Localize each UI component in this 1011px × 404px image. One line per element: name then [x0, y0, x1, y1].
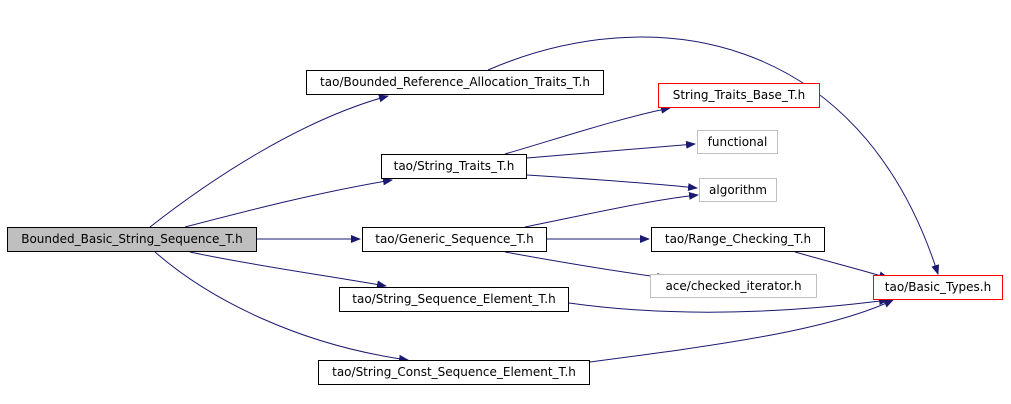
- edge-string-const-seq-elem-to-basic-types: [589, 299, 894, 363]
- edge-string-seq-elem-to-basic-types: [568, 297, 889, 313]
- node-generic-sequence[interactable]: tao/Generic_Sequence_T.h: [362, 227, 547, 252]
- edge-generic-sequence-to-checked-iterator: [504, 251, 667, 281]
- edge-generic-sequence-to-algorithm: [524, 191, 699, 228]
- node-string-traits[interactable]: tao/String_Traits_T.h: [381, 154, 527, 179]
- node-bounded-basic-string-sequence[interactable]: Bounded_Basic_String_Sequence_T.h: [7, 227, 257, 252]
- edge-root-to-bounded-ref-alloc: [149, 94, 389, 228]
- node-bounded-reference-allocation-traits[interactable]: tao/Bounded_Reference_Allocation_Traits_…: [306, 70, 604, 95]
- node-range-checking[interactable]: tao/Range_Checking_T.h: [651, 227, 825, 252]
- edge-string-traits-to-algorithm: [526, 174, 698, 192]
- edge-root-to-string-const-seq-elem: [154, 251, 409, 363]
- edge-root-to-string-seq-elem: [189, 251, 387, 289]
- node-algorithm: algorithm: [699, 178, 777, 202]
- node-functional: functional: [697, 130, 778, 154]
- node-basic-types[interactable]: tao/Basic_Types.h: [873, 275, 1003, 300]
- edge-bounded-ref-alloc-to-basic-types: [487, 36, 940, 275]
- node-checked-iterator: ace/checked_iterator.h: [650, 274, 817, 298]
- edge-string-traits-to-functional: [526, 140, 696, 159]
- edge-string-traits-to-string-traits-base: [504, 105, 671, 155]
- node-string-traits-base[interactable]: String_Traits_Base_T.h: [658, 83, 820, 108]
- edge-root-to-string-traits: [184, 177, 393, 228]
- node-string-sequence-element[interactable]: tao/String_Sequence_Element_T.h: [339, 287, 569, 312]
- node-string-const-sequence-element[interactable]: tao/String_Const_Sequence_Element_T.h: [318, 360, 590, 385]
